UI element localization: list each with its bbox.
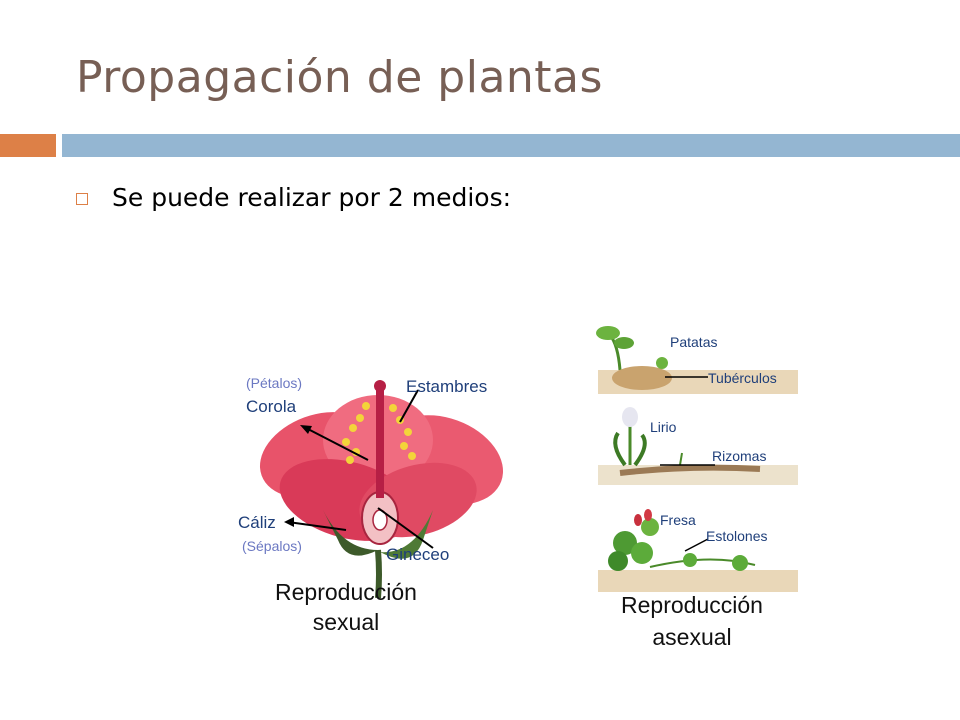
accent-bar-orange xyxy=(0,134,56,157)
caption-sexual-line1: Reproducción xyxy=(275,579,417,605)
label-caliz: Cáliz xyxy=(238,513,276,532)
caption-asexual-line1: Reproducción xyxy=(621,592,763,618)
label-estolones: Estolones xyxy=(706,528,767,544)
square-bullet-icon xyxy=(76,192,88,205)
label-lirio: Lirio xyxy=(650,419,677,435)
iris-illustration xyxy=(598,407,798,485)
label-estambres: Estambres xyxy=(406,377,487,396)
label-fresa: Fresa xyxy=(660,512,696,528)
asexual-reproduction-figure: Patatas Tubérculos Lirio Rizomas Fresa E… xyxy=(596,326,798,650)
label-corola: Corola xyxy=(246,397,297,416)
label-sepalos: (Sépalos) xyxy=(242,538,302,554)
label-petalos: (Pétalos) xyxy=(246,375,302,391)
sexual-reproduction-figure: (Pétalos) Corola Estambres Cáliz (Sépalo… xyxy=(238,375,504,635)
label-tuberculos: Tubérculos xyxy=(708,370,777,386)
caption-asexual-line2: asexual xyxy=(652,624,731,650)
potato-illustration xyxy=(596,326,798,394)
strawberry-illustration xyxy=(598,509,798,592)
label-patatas: Patatas xyxy=(670,334,717,350)
bullet-text: Se puede realizar por 2 medios: xyxy=(112,183,512,212)
slide-title: Propagación de plantas xyxy=(76,52,603,103)
accent-bar-blue xyxy=(62,134,960,157)
label-gineceo: Gineceo xyxy=(386,545,449,564)
bullet-item: Se puede realizar por 2 medios: xyxy=(76,183,511,212)
caption-sexual-line2: sexual xyxy=(313,609,379,635)
flower-illustration xyxy=(259,380,504,599)
label-rizomas: Rizomas xyxy=(712,448,766,464)
